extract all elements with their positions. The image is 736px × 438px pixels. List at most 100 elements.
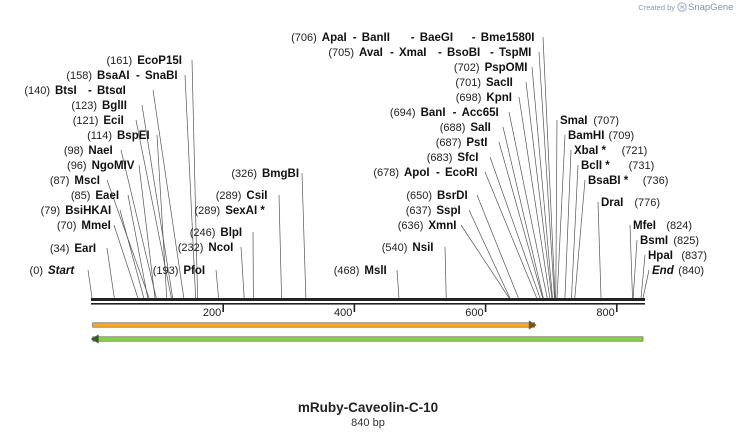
site-name: SnaBI xyxy=(145,70,178,82)
site-leader xyxy=(127,194,149,299)
site-name: MslI xyxy=(364,265,386,277)
backbone-bottom-line xyxy=(91,303,645,305)
axis-tick-label: 200 xyxy=(203,307,221,319)
site-leader xyxy=(556,134,566,299)
site-name: NcoI xyxy=(208,242,233,254)
site-position: (825) xyxy=(673,235,699,247)
site-name: BclI * xyxy=(581,160,610,172)
site-position: (121) xyxy=(73,115,99,127)
feature-arrow-forward xyxy=(92,320,537,330)
site-name: BtsI xyxy=(55,85,77,97)
site-name: TspMI xyxy=(499,47,531,59)
site-leader xyxy=(542,36,556,299)
feature-arrows xyxy=(90,320,644,344)
site-pspomi: (702)PspOMI xyxy=(454,62,527,74)
site-position: (683) xyxy=(427,152,453,164)
site-separator: - xyxy=(136,70,140,82)
site-position: (326) xyxy=(231,168,257,180)
site-naei: (98)NaeI xyxy=(64,145,113,157)
backbone-top-line xyxy=(91,298,645,301)
site-leader xyxy=(518,96,551,299)
site-name: CsiI xyxy=(246,190,267,202)
site-drai: DraI(776) xyxy=(601,197,660,209)
site-position: (246) xyxy=(190,227,216,239)
site-leader xyxy=(396,269,400,299)
site-bsmi: BsmI(825) xyxy=(640,235,699,247)
site-name: BsaBI * xyxy=(588,175,629,187)
site-leader xyxy=(476,194,519,299)
site-position: (736) xyxy=(643,175,669,187)
site-pfoi: (193)PfoI xyxy=(153,265,205,277)
site-position: (709) xyxy=(609,130,635,142)
site-apoi-ecori: (678)ApoI-EcoRI xyxy=(373,167,477,179)
site-leader xyxy=(156,134,168,299)
site-position: (637) xyxy=(406,205,432,217)
site-sfci: (683)SfcI xyxy=(427,152,479,164)
site-name: ApaI xyxy=(322,32,347,44)
site-name: BamHI xyxy=(568,130,604,142)
site-name: BtsαI xyxy=(97,85,126,97)
site-leader xyxy=(191,59,198,299)
site-position: (98) xyxy=(64,145,84,157)
site-separator: - xyxy=(490,47,494,59)
site-sali: (688)SalI xyxy=(440,122,491,134)
site-bsaai-snabi: (158)BsaAI-SnaBI xyxy=(66,70,177,82)
site-name: KpnI xyxy=(486,92,512,104)
site-position: (96) xyxy=(67,160,87,172)
site-name: SmaI xyxy=(560,115,588,127)
site-psti: (687)PstI xyxy=(436,137,488,149)
site-leader xyxy=(184,74,196,299)
site-hpai: HpaI(837) xyxy=(648,250,707,262)
site-leader xyxy=(135,119,172,299)
site-bmgbi: (326)BmgBI xyxy=(231,168,299,180)
site-name: EciI xyxy=(103,115,123,127)
site-xmni: (636)XmnI xyxy=(398,220,457,232)
site-name: Bme1580I xyxy=(481,32,535,44)
site-name: BglII xyxy=(102,100,127,112)
site-position: (114) xyxy=(87,130,112,142)
site-leader xyxy=(489,156,541,299)
site-position: (688) xyxy=(440,122,466,134)
site-sacii: (701)SacII xyxy=(455,77,513,89)
site-ecii: (121) EciI xyxy=(73,115,124,127)
axis-tick-label: 400 xyxy=(334,307,352,319)
site-name: BsoBI xyxy=(447,47,480,59)
map-length: 840 bp xyxy=(351,417,385,429)
site-leader xyxy=(498,141,543,299)
site-position: (840) xyxy=(678,265,704,277)
sequence-backbone xyxy=(91,298,645,305)
site-position: (289) xyxy=(216,190,242,202)
site-leader xyxy=(597,201,602,299)
site-separator: - xyxy=(390,47,394,59)
site-position: (232) xyxy=(178,242,204,254)
site-leader xyxy=(538,51,555,299)
site-leader xyxy=(468,209,511,299)
site-name: BlpI xyxy=(220,227,242,239)
site-leader xyxy=(120,149,157,299)
site-separator: - xyxy=(472,32,476,44)
site-position: (707) xyxy=(593,115,619,127)
site-kpni: (698)KpnI xyxy=(456,92,512,104)
site-bamhi: BamHI (709) xyxy=(568,130,634,142)
site-name: BanII xyxy=(362,32,390,44)
site-separator: - xyxy=(436,167,440,179)
site-name: MmeI xyxy=(81,220,110,232)
site-position: (721) xyxy=(622,145,648,157)
site-ncoi: (232) NcoI xyxy=(178,242,234,254)
site-name: Start xyxy=(48,265,75,277)
site-name: XmaI xyxy=(399,47,427,59)
site-ngomiv: (96)NgoMIV xyxy=(67,160,135,172)
site-position: (123) xyxy=(71,100,97,112)
site-name: AvaI xyxy=(359,47,383,59)
site-bani-acc65i: (694)BanI-Acc65I xyxy=(390,107,499,119)
site-name: DraI xyxy=(601,197,623,209)
site-sexai: (289)SexAI * xyxy=(195,205,266,217)
site-position: (79) xyxy=(41,205,61,217)
site-position: (678) xyxy=(373,167,399,179)
site-position: (140) xyxy=(24,85,50,97)
site-name: MscI xyxy=(74,175,100,187)
site-leader xyxy=(640,254,646,299)
site-name: SexAI * xyxy=(225,205,265,217)
